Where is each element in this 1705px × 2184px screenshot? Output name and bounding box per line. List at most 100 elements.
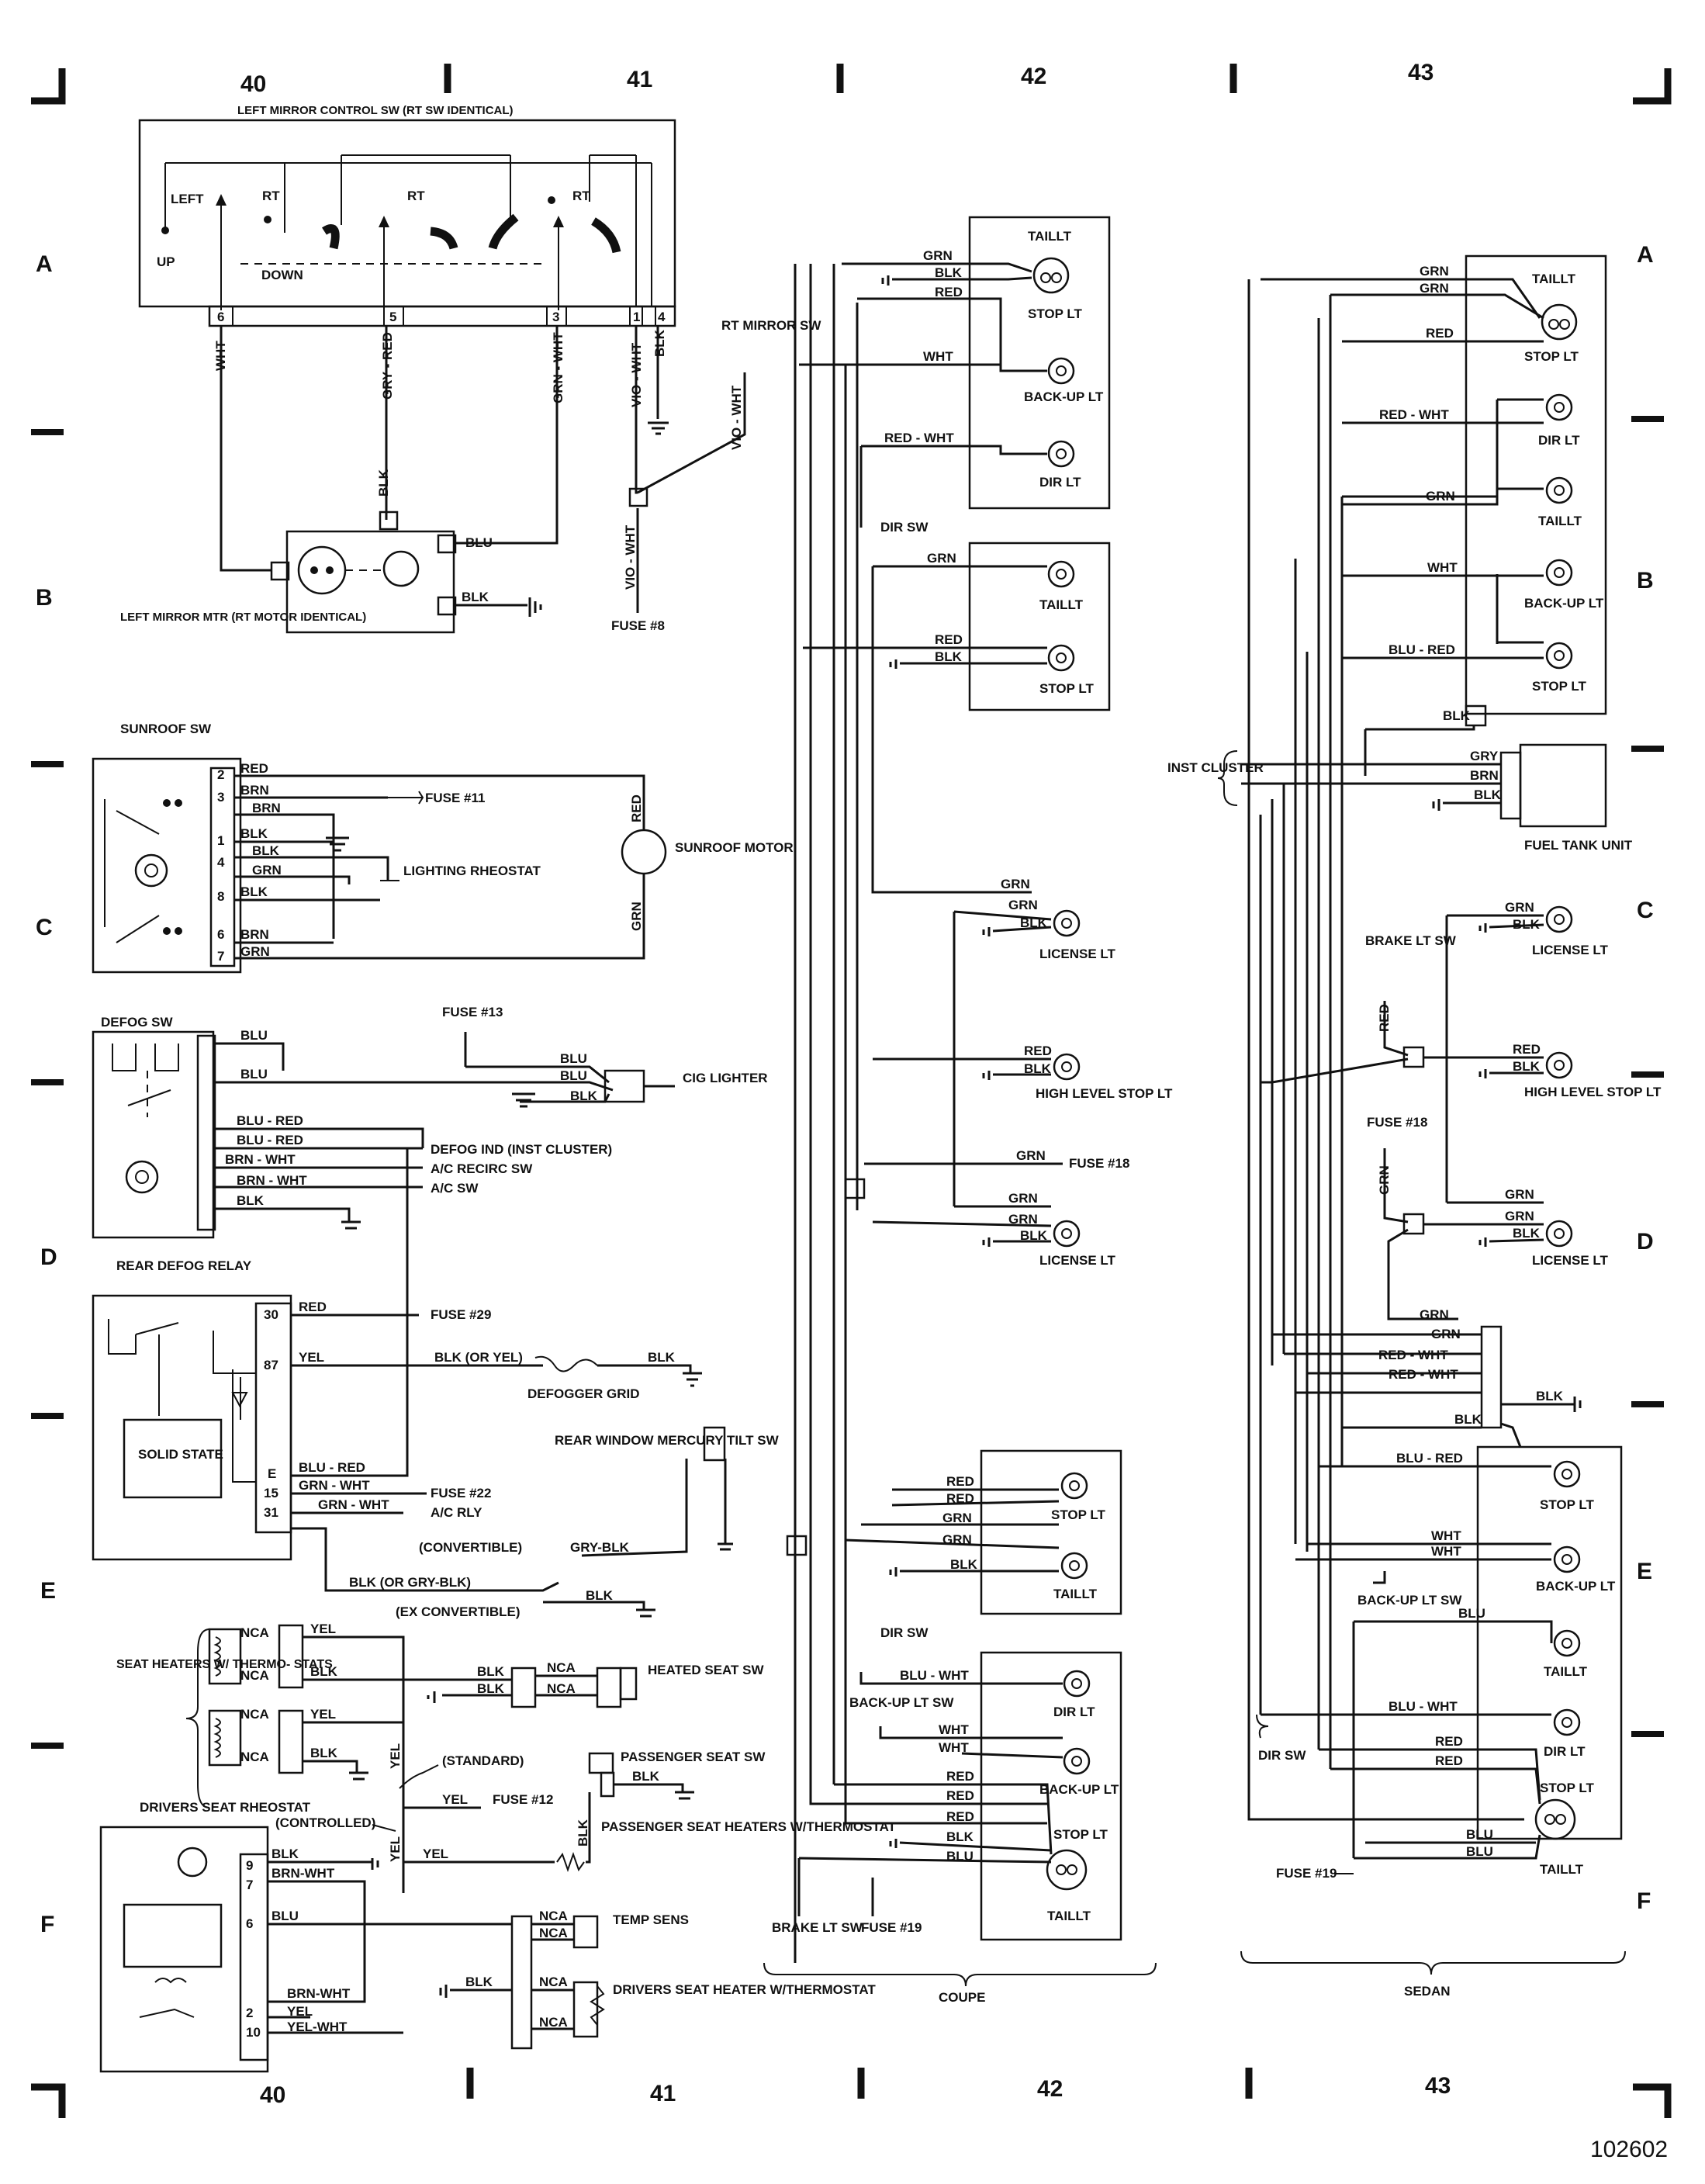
defog-circuit: DEFOG SW BLU BLU BLU BLU BLK BLU - RED B… (92, 1005, 768, 1365)
sedan-backup-label: BACK-UP LT (1524, 596, 1604, 611)
nca-label: NCA (539, 1926, 568, 1940)
coupe-wire-color: BLK (950, 1557, 978, 1572)
sedan-wire-color: BLK (1443, 708, 1471, 723)
lighting-rheostat-label: LIGHTING RHEOSTAT (403, 864, 541, 878)
sedan-wire-color: RED (1426, 326, 1454, 341)
sedan-wire-color: GRN (1505, 900, 1534, 915)
mirror-wire-color: GRN - WHT (551, 332, 565, 403)
sunroof-wire-color: BLK (240, 826, 268, 841)
sedan-wire-color: RED (1435, 1734, 1463, 1749)
seat-wire-color: YEL (423, 1847, 448, 1861)
defog-wire-color: BLU - RED (237, 1133, 303, 1147)
seat-wire-color: YEL (388, 1743, 403, 1769)
coupe-dirlt-label: DIR LT (1039, 475, 1081, 490)
coupe-brake-sw-label: BRAKE LT SW (772, 1920, 863, 1935)
defog-wire-color: BRN - WHT (225, 1152, 296, 1167)
rheostat-pin: 6 (246, 1916, 253, 1931)
row-label: D (40, 1244, 57, 1270)
drivers-seat-rheostat-label: DRIVERS SEAT RHEOSTAT (140, 1800, 311, 1815)
defog-sw-label: DEFOG SW (101, 1015, 174, 1030)
coupe-wire-color: GRN (1008, 1191, 1038, 1206)
sedan-wire-color: BLU (1458, 1606, 1485, 1621)
rear-defog-relay-circuit: REAR DEFOG RELAY 30 87 E 15 31 SOLID STA… (92, 1258, 780, 1619)
column-label: 41 (627, 67, 652, 92)
mirror-pin: 1 (633, 310, 640, 324)
coupe-backup-label: BACK-UP LT (1039, 1782, 1119, 1797)
row-label: A (36, 251, 53, 277)
relay-wire-color: BLU - RED (299, 1460, 365, 1475)
sedan-wire-color: GRN (1420, 1307, 1449, 1322)
relay-wire-color: BLK (OR GRY-BLK) (349, 1575, 471, 1590)
coupe-taillt-label: TAILLT (1039, 597, 1084, 612)
coupe-wire-color: GRN (923, 248, 953, 263)
sedan-wire-color: BLK (1513, 917, 1541, 932)
defog-wire-color: BLK (237, 1193, 265, 1208)
seat-wire-color: BLK (310, 1746, 338, 1760)
sunroof-pin: 3 (217, 790, 224, 805)
sunroof-circuit: SUNROOF SW 2 3 1 4 8 6 7 RED BRN BRN BLK… (92, 722, 794, 974)
passenger-heaters-label: PASSENGER SEAT HEATERS W/THERMOSTAT (601, 1819, 897, 1834)
defog-wire-color: BLK (570, 1089, 598, 1103)
sedan-wire-color: GRN (1431, 1327, 1461, 1341)
column-label: 40 (240, 71, 266, 97)
sedan-backup-label: BACK-UP LT (1536, 1579, 1616, 1594)
seat-heaters-label: SEAT HEATERS W/ THERMO- STATS (116, 1658, 333, 1671)
fuse-11-label: FUSE #11 (425, 791, 486, 805)
mirror-wire-color: BLK (462, 590, 489, 604)
sedan-wire-color: BLK (1536, 1389, 1564, 1404)
relay-wire-color: RED (299, 1300, 327, 1314)
coupe-wire-color: RED (946, 1769, 974, 1784)
ac-sw-label: A/C SW (431, 1181, 479, 1196)
grid-frame: 40 41 42 43 40 41 42 43 A B C D E F A B … (31, 60, 1672, 2162)
coupe-wire-color: RED (946, 1474, 974, 1489)
nca-label: NCA (240, 1750, 269, 1764)
sedan-stoplt-label: STOP LT (1524, 349, 1579, 364)
row-label: F (40, 1912, 54, 1937)
sedan-wire-color: BLU (1466, 1844, 1493, 1859)
row-label: C (36, 915, 53, 940)
fuse-8-label: FUSE #8 (611, 618, 665, 633)
coupe-license-label: LICENSE LT (1039, 947, 1116, 961)
column-label: 41 (650, 2081, 676, 2106)
defog-wire-color: BLU (560, 1051, 587, 1066)
rheostat-wire-color: BRN-WHT (271, 1866, 335, 1881)
sedan-fuse19-label: FUSE #19 (1276, 1866, 1337, 1881)
coupe-dir-sw-label: DIR SW (880, 1625, 929, 1640)
coupe-wire-color: GRN (942, 1532, 972, 1547)
fuse-22-label: FUSE #22 (431, 1486, 491, 1500)
heated-seat-sw-label: HEATED SEAT SW (648, 1663, 764, 1677)
defogger-grid-label: DEFOGGER GRID (527, 1386, 640, 1401)
coupe-wire-color: GRN (1016, 1148, 1046, 1163)
mirror-rt-label: RT (262, 189, 280, 203)
coupe-stoplt-label: STOP LT (1028, 306, 1083, 321)
sedan-license-label: LICENSE LT (1532, 1253, 1609, 1268)
seat-heater-circuit: SEAT HEATERS W/ THERMO- STATS NCA NCA NC… (99, 1622, 897, 2073)
rheostat-wire-color: BRN-WHT (287, 1986, 351, 2001)
sunroof-wire-color: BRN (240, 927, 269, 942)
sedan-dirlt-label: DIR LT (1538, 433, 1580, 448)
sedan-stoplt-label: STOP LT (1540, 1781, 1595, 1795)
rear-defog-relay-label: REAR DEFOG RELAY (116, 1258, 252, 1273)
passenger-seat-sw-label: PASSENGER SEAT SW (621, 1750, 766, 1764)
mirror-down-label: DOWN (261, 268, 303, 282)
sedan-dirlt-label: DIR LT (1544, 1744, 1586, 1759)
nca-label: NCA (240, 1668, 269, 1683)
coupe-fuse18-label: FUSE #18 (1069, 1156, 1129, 1171)
relay-wire-color: GRN - WHT (318, 1497, 389, 1512)
sunroof-wire-color: RED (240, 761, 268, 776)
convertible-label: (CONVERTIBLE) (419, 1540, 522, 1555)
coupe-wire-color: RED - WHT (884, 431, 954, 445)
sedan-wire-color: GRN (1426, 489, 1455, 504)
ac-recirc-label: A/C RECIRC SW (431, 1161, 533, 1176)
sedan-title: SEDAN (1404, 1984, 1451, 1999)
rheostat-pin: 9 (246, 1858, 253, 1873)
sunroof-wire-color: BRN (240, 783, 269, 798)
nca-label: NCA (240, 1707, 269, 1722)
coupe-dir-sw-label: DIR SW (880, 520, 929, 535)
mirror-pin: 5 (389, 310, 396, 324)
rheostat-pin: 10 (246, 2025, 261, 2040)
coupe-stoplt-label: STOP LT (1051, 1507, 1106, 1522)
relay-pin: 31 (264, 1505, 278, 1520)
sedan-stoplt-label: STOP LT (1540, 1497, 1595, 1512)
